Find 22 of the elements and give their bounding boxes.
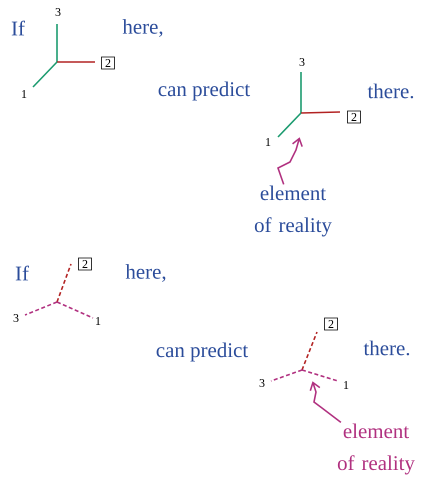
boxed-number: 2 <box>324 318 338 330</box>
statement-text: If <box>16 266 29 280</box>
boxed-number: 2 <box>78 258 92 270</box>
statement-text: there. <box>368 84 414 98</box>
axis-number: 1 <box>96 317 100 325</box>
caption-text: element of reality <box>338 424 415 474</box>
axis-number: 3 <box>260 378 265 387</box>
statement-text: there. <box>364 340 410 356</box>
axis-number: 1 <box>266 138 270 146</box>
squiggle-arrow <box>277 137 303 185</box>
boxed-number: 2 <box>101 56 115 70</box>
squiggle-arrow <box>310 381 342 423</box>
axis-number: 3 <box>56 8 61 16</box>
axis-number: 1 <box>344 381 348 389</box>
statement-text: can predict <box>158 82 250 100</box>
axes-drawing <box>277 72 340 138</box>
axes-drawing <box>270 332 338 382</box>
axis-number: 3 <box>14 314 19 322</box>
statement-text: If <box>12 20 25 36</box>
axis-number: 1 <box>22 90 26 98</box>
caption-text: element of reality <box>254 186 332 236</box>
boxed-number: 2 <box>347 110 361 124</box>
